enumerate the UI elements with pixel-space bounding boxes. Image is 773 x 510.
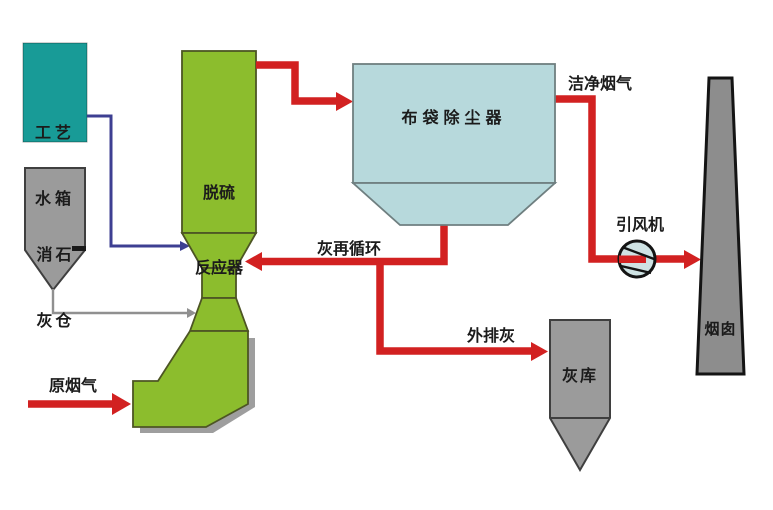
reactor-label-line1: 脱硫 bbox=[202, 185, 235, 202]
chimney-shape bbox=[695, 76, 746, 376]
water-tank-shape bbox=[22, 42, 88, 143]
water-line bbox=[87, 114, 181, 248]
fan-label: 引风机 bbox=[615, 217, 664, 234]
ash-discharge-label: 外排灰 bbox=[466, 328, 515, 345]
chimney-label: 烟囱 bbox=[704, 321, 737, 338]
ash-silo-label: 灰库 bbox=[561, 368, 598, 385]
pipe-raw-gas-arrowhead bbox=[112, 393, 131, 415]
ash-silo-shape bbox=[549, 319, 611, 473]
lime-silo-shape bbox=[24, 167, 86, 292]
water-tank-label: 工艺 水箱 bbox=[23, 79, 87, 255]
lime-silo-label-line1: 消石 bbox=[36, 247, 75, 264]
fan-blade-lower bbox=[620, 264, 652, 275]
bag-filter-hopper bbox=[350, 182, 558, 226]
clean-gas-label: 洁净烟气 bbox=[567, 76, 632, 93]
ash-recirculation-label: 灰再循环 bbox=[316, 241, 381, 258]
water-tank-label-line2: 水箱 bbox=[34, 191, 75, 208]
pipe-ash-recirculation bbox=[260, 224, 448, 266]
pipe-ash-recirculation-arrowhead bbox=[245, 252, 262, 271]
lime-silo-label-line2: 灰仓 bbox=[36, 313, 75, 330]
reactor-tower-shape bbox=[181, 50, 257, 234]
bag-filter-label: 布袋除尘器 bbox=[401, 110, 507, 127]
pipe-reactor-to-filter-arrowhead bbox=[336, 92, 353, 111]
bag-filter-shape bbox=[352, 63, 556, 184]
reactor-neck bbox=[201, 267, 237, 299]
fan-blade-upper bbox=[621, 245, 655, 261]
lime-line-arrowhead bbox=[187, 308, 196, 318]
pipe-ash-discharge-arrowhead bbox=[531, 342, 548, 361]
pipe-ash-discharge bbox=[376, 261, 533, 355]
pipe-reactor-to-filter bbox=[256, 61, 338, 105]
reactor-inlet-elbow bbox=[132, 330, 249, 428]
water-line-arrowhead bbox=[180, 241, 190, 251]
lime-line bbox=[51, 289, 188, 315]
water-tank-label-line1: 工艺 bbox=[34, 125, 75, 142]
lime-silo-label: 消石 灰仓 bbox=[25, 201, 86, 377]
reactor-label-line2: 反应器 bbox=[194, 260, 243, 277]
reactor-label: 脱硫 反应器 bbox=[182, 131, 256, 331]
lime-silo-outlet-tick bbox=[72, 246, 86, 251]
raw-gas-label: 原烟气 bbox=[48, 378, 97, 395]
pipe-clean-gas-arrowhead bbox=[684, 250, 701, 269]
fan-inlet-stub bbox=[619, 255, 646, 263]
